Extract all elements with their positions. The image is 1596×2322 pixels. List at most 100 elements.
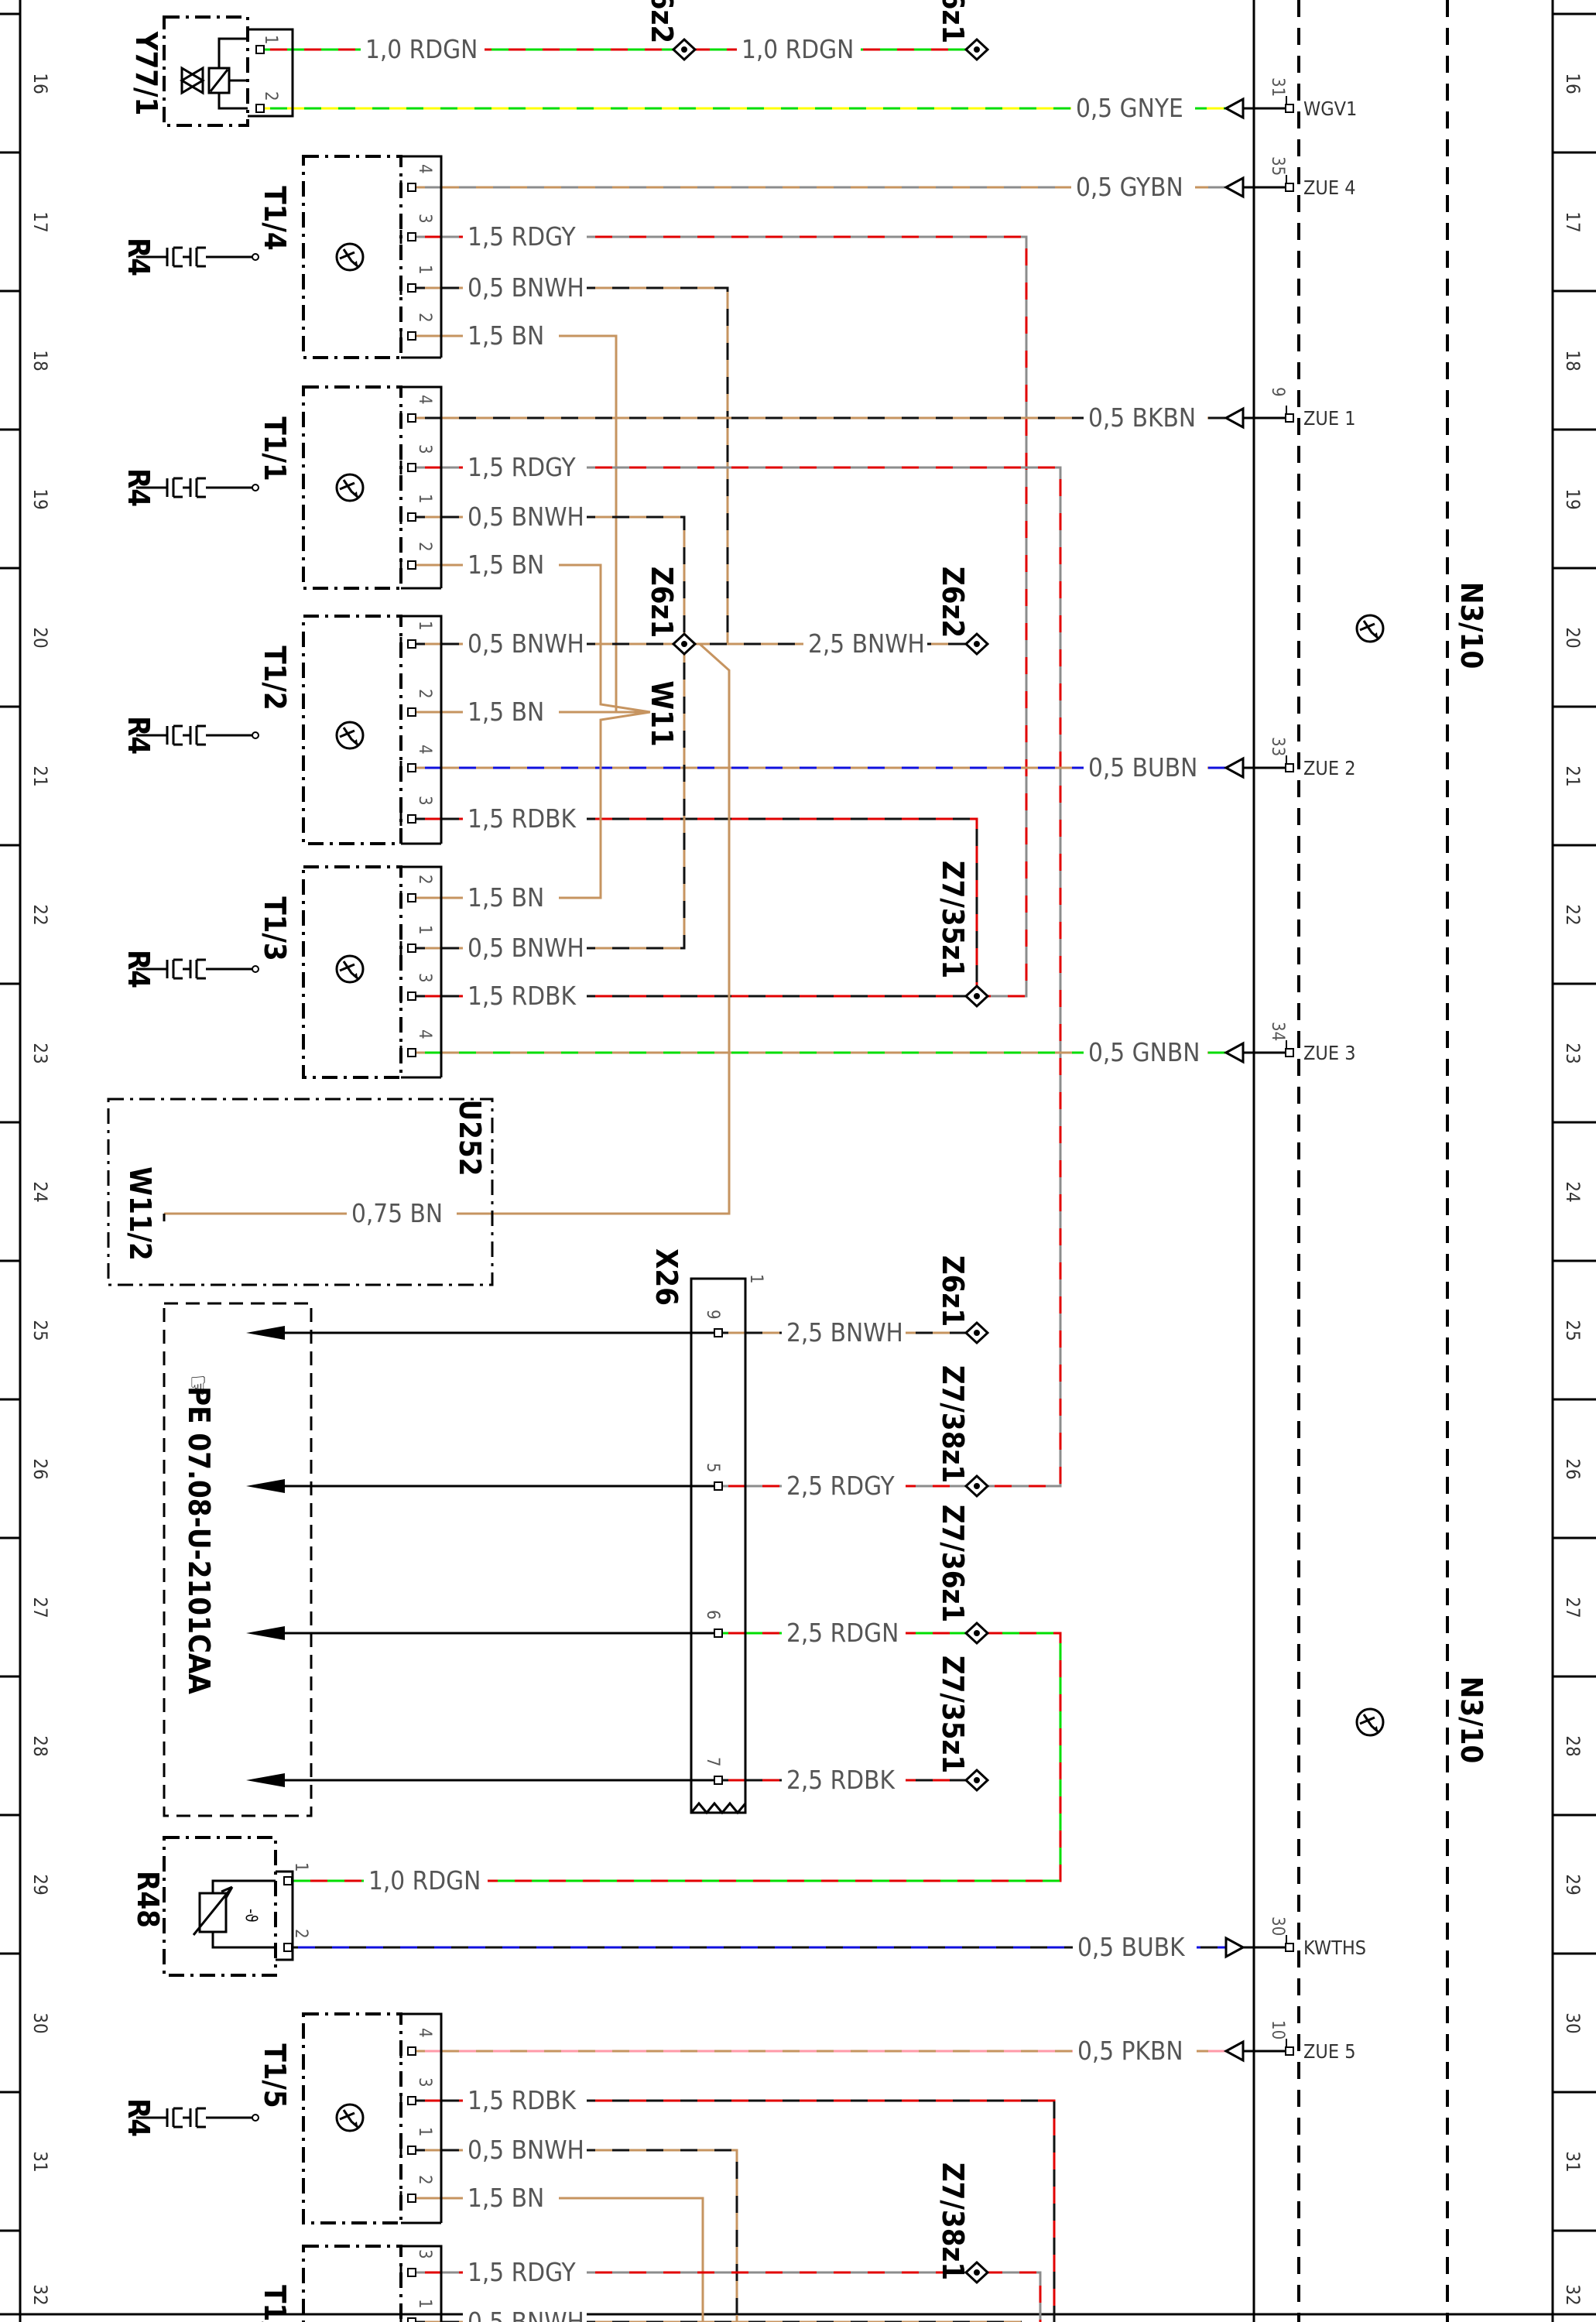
wire-label: 0,5 BUBK <box>1077 1932 1186 1962</box>
pin-icon <box>1285 413 1294 423</box>
pin-number: 2 <box>415 2175 434 2185</box>
signal-name: ZUE 2 <box>1303 757 1356 779</box>
signal-name: KWTHS <box>1303 1937 1366 1959</box>
signal-name: ZUE 1 <box>1303 407 1356 430</box>
pe-reference-label: PE 07.08-U-2101CAA <box>182 1386 216 1694</box>
module-label: T1/4 <box>258 186 292 250</box>
r48-component: R48 -ϑ 1 2 <box>131 1836 310 1977</box>
wire-label: 1,5 BN <box>467 550 544 580</box>
splice-label: Z6z1 <box>645 567 679 638</box>
wire-label: 0,5 BNWH <box>467 628 584 659</box>
row-number: 32 <box>29 2284 51 2305</box>
pin-number: 1 <box>415 2127 434 2137</box>
wire-label: 0,5 BNWH <box>467 272 584 303</box>
wires <box>164 48 1231 2322</box>
splice-label: Z7/38z1 <box>936 2163 970 2280</box>
row-number: 21 <box>29 765 51 786</box>
pin-icon <box>714 1628 723 1638</box>
wire-label: 2,5 RDBK <box>786 1765 896 1795</box>
row-number: 17 <box>29 211 51 232</box>
pin-number: 4 <box>415 745 434 755</box>
pin-icon <box>407 991 416 1001</box>
pin-icon <box>407 2046 416 2056</box>
wire-label: 1,5 RDGY <box>467 221 576 252</box>
pin-number: 10 <box>1268 2020 1287 2039</box>
r48-label: R48 <box>131 1871 165 1928</box>
pin-number: 4 <box>415 1029 434 1039</box>
module-label: T1/5 <box>258 2043 292 2108</box>
pin-number: 6 <box>703 1610 722 1620</box>
module-label: T1/3 <box>258 896 292 961</box>
pin-icon <box>1285 104 1294 113</box>
row-number: 32 <box>1562 2284 1584 2305</box>
wire-label: 0,5 PKBN <box>1077 2036 1183 2066</box>
pin-icon <box>407 560 416 570</box>
pin-icon <box>407 707 416 717</box>
pin-number: 1 <box>415 494 434 504</box>
row-number: 18 <box>1562 350 1584 371</box>
wire-label: 2,5 BNWH <box>786 1317 903 1348</box>
row-number: 31 <box>1562 2151 1584 2172</box>
pin-icon <box>1285 763 1294 772</box>
wire-label: 1,5 RDGY <box>467 2257 576 2287</box>
pin-number: 3 <box>415 214 434 224</box>
row-number: 22 <box>29 904 51 925</box>
wire-label: 1,0 RDGN <box>741 34 854 64</box>
splice-label: Z7/36z1 <box>936 1505 970 1622</box>
wire-label: 0,5 GNBN <box>1088 1037 1200 1067</box>
r4-label: R4 <box>122 238 156 276</box>
row-number: 27 <box>1562 1597 1584 1618</box>
pin-number: 2 <box>291 1929 310 1939</box>
wire-label: 0,5 BNWH <box>467 933 584 963</box>
pin-icon <box>407 413 416 423</box>
pin-number: 4 <box>415 164 434 174</box>
pin-icon <box>407 512 416 522</box>
component-labels: W11 Z6z1 Z6z2 Z7/35z1 Z6z1 Z7/38z1 Z7/36… <box>645 0 970 2280</box>
row-number: 16 <box>29 73 51 94</box>
pin-icon <box>283 1943 293 1952</box>
hand-pointer-icon: ☞ <box>182 1374 214 1396</box>
wire-label: 0,5 BNWH <box>467 2307 584 2322</box>
wire-label: 1,5 BN <box>467 697 544 727</box>
wire-label: 2,5 BNWH <box>808 628 925 659</box>
row-number: 29 <box>1562 1874 1584 1895</box>
wire-label: 0,5 GNYE <box>1076 93 1183 123</box>
pin-icon <box>407 639 416 649</box>
pin-icon <box>407 1048 416 1057</box>
wire-label: 1,5 BN <box>467 2183 544 2213</box>
row-number: 19 <box>1562 488 1584 509</box>
n3-10-label: N3/10 <box>1454 1676 1488 1763</box>
pin-number: 1 <box>415 2299 434 2309</box>
pin-number: 3 <box>415 2249 434 2259</box>
wire-label: 0,5 BNWH <box>467 502 584 532</box>
signal-name: ZUE 5 <box>1303 2040 1356 2063</box>
wire-label: 1,0 RDGN <box>365 34 478 64</box>
pin-number: 1 <box>261 35 280 45</box>
pin-icon <box>714 1328 723 1337</box>
pin-number: 9 <box>703 1310 722 1320</box>
pin-number: 3 <box>415 796 434 806</box>
row-number: 24 <box>29 1181 51 1202</box>
pin-icon <box>255 104 265 113</box>
transformer-icon <box>335 721 365 750</box>
pin-number: 3 <box>415 2077 434 2087</box>
pin-icon <box>1285 2046 1294 2056</box>
row-number: 25 <box>1562 1320 1584 1341</box>
connector-arrow-icon <box>1224 1042 1245 1063</box>
pin-icon <box>407 2096 416 2105</box>
pin-number: 3 <box>415 973 434 983</box>
row-number: 22 <box>1562 904 1584 925</box>
r4-label: R4 <box>122 716 156 755</box>
wire-label: 0,5 BKBN <box>1088 402 1196 433</box>
pin-number: 2 <box>261 91 280 101</box>
splice-label: Z7/35z1 <box>936 861 970 978</box>
pin-icon <box>407 183 416 192</box>
transformer-icon <box>335 954 365 984</box>
